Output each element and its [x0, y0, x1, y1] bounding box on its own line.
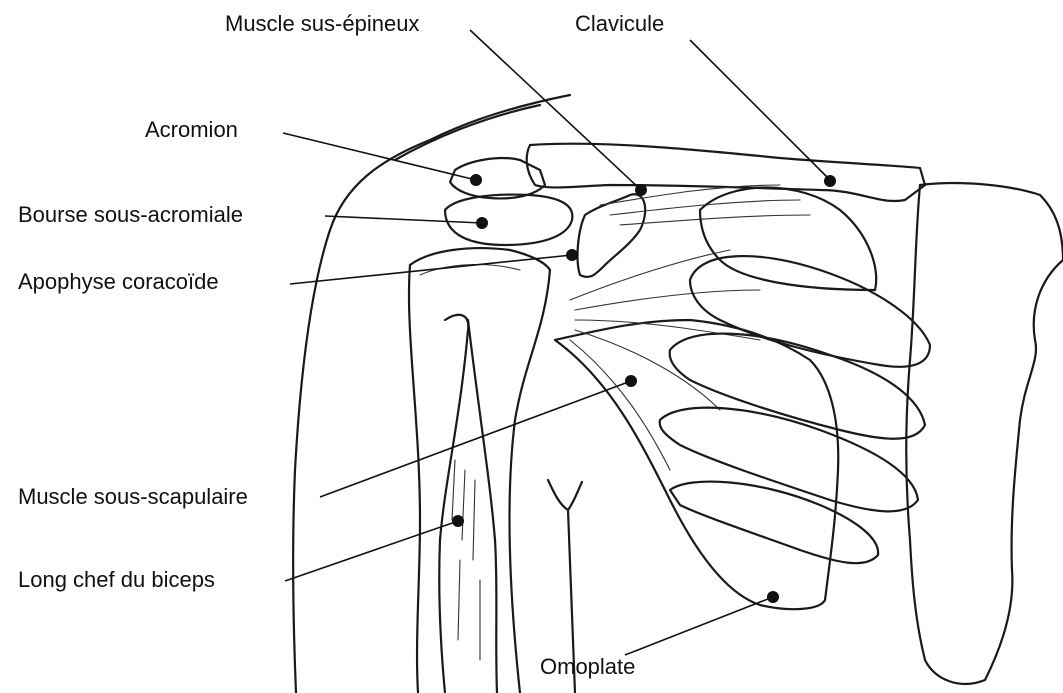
- leader-coracoid: [290, 255, 572, 284]
- label-acromion: Acromion: [145, 118, 238, 142]
- humerus-left: [409, 265, 420, 693]
- leader-acromion: [283, 133, 476, 180]
- biceps-tendon-right: [468, 320, 497, 693]
- label-biceps: Long chef du biceps: [18, 568, 215, 592]
- sternum: [906, 183, 1063, 684]
- humerus-right: [510, 270, 550, 693]
- clavicle-shape: [527, 144, 925, 201]
- rib-5: [670, 482, 878, 564]
- label-bursa: Bourse sous-acromiale: [18, 203, 243, 227]
- bursa-shape: [445, 195, 572, 245]
- subscapularis-fibers: [570, 250, 760, 470]
- biceps-striation: [452, 460, 480, 660]
- dot-acromion: [470, 174, 482, 186]
- coracoid-shape: [578, 194, 646, 277]
- shoulder-outline: [293, 95, 570, 693]
- dot-biceps: [452, 515, 464, 527]
- dot-subscapularis: [625, 375, 637, 387]
- rib-4: [660, 408, 918, 512]
- scapula-outline: [555, 320, 838, 609]
- label-coracoid: Apophyse coracoïde: [18, 270, 219, 294]
- dot-coracoid: [566, 249, 578, 261]
- leader-clavicle: [690, 40, 830, 180]
- leader-scapula: [625, 597, 773, 655]
- leader-supraspinatus: [470, 30, 641, 190]
- neck-line: [395, 105, 540, 160]
- dot-bursa: [476, 217, 488, 229]
- rib-2: [690, 256, 930, 367]
- leader-bursa: [325, 216, 482, 223]
- label-clavicle: Clavicule: [575, 12, 664, 36]
- dot-clavicle: [824, 175, 836, 187]
- dot-scapula: [767, 591, 779, 603]
- label-supraspinatus: Muscle sus-épineux: [225, 12, 419, 36]
- label-scapula: Omoplate: [540, 655, 635, 679]
- leader-subscapularis: [320, 381, 631, 497]
- leader-biceps: [285, 521, 458, 581]
- dot-supraspinatus: [635, 184, 647, 196]
- label-subscapularis: Muscle sous-scapulaire: [18, 485, 248, 509]
